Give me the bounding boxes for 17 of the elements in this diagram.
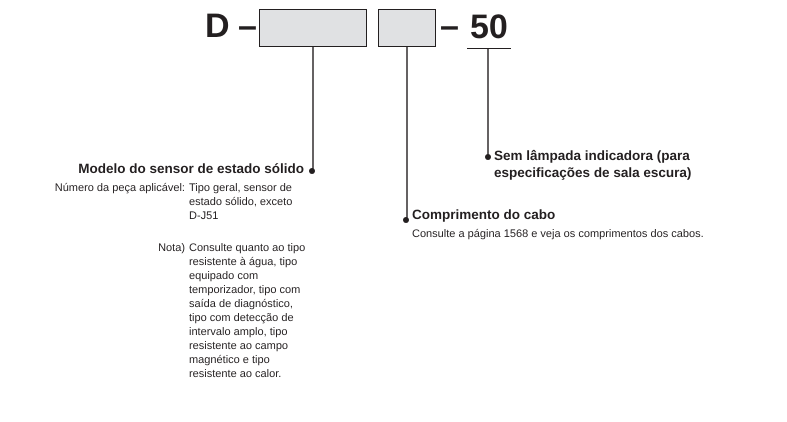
leader-line <box>309 47 315 174</box>
separator-dash: – <box>238 8 257 44</box>
code-slot <box>259 9 367 47</box>
note-text: Consulte quanto ao tipo resistente à água, tipo equipado com temporizador, tipo com saída de diagnóstico, tipo com detecção de intervalo amplo, tipo resistente ao campo magnético e tipo resistente ao calor. <box>189 241 306 381</box>
field-label: Número da peça aplicável: <box>54 181 185 196</box>
leader-line <box>403 47 409 223</box>
option-heading: Comprimento do cabo <box>412 206 556 223</box>
option-description: Consulte a página 1568 e veja os comprimentos dos cabos. <box>412 227 705 241</box>
option-heading: Modelo do sensor de estado sólido <box>77 160 305 177</box>
option-heading: Sem lâmpada indicadora (para especificações de sala escura) <box>494 147 692 181</box>
code-slot <box>378 9 436 47</box>
note-label: Nota) <box>157 241 185 256</box>
prefix-code: D <box>205 8 230 44</box>
suffix-code: 50 <box>467 9 511 49</box>
option-description: Tipo geral, sensor de estado sólido, exceto D-J51 <box>189 181 294 223</box>
leader-line <box>485 49 491 160</box>
separator-dash: – <box>440 8 459 44</box>
